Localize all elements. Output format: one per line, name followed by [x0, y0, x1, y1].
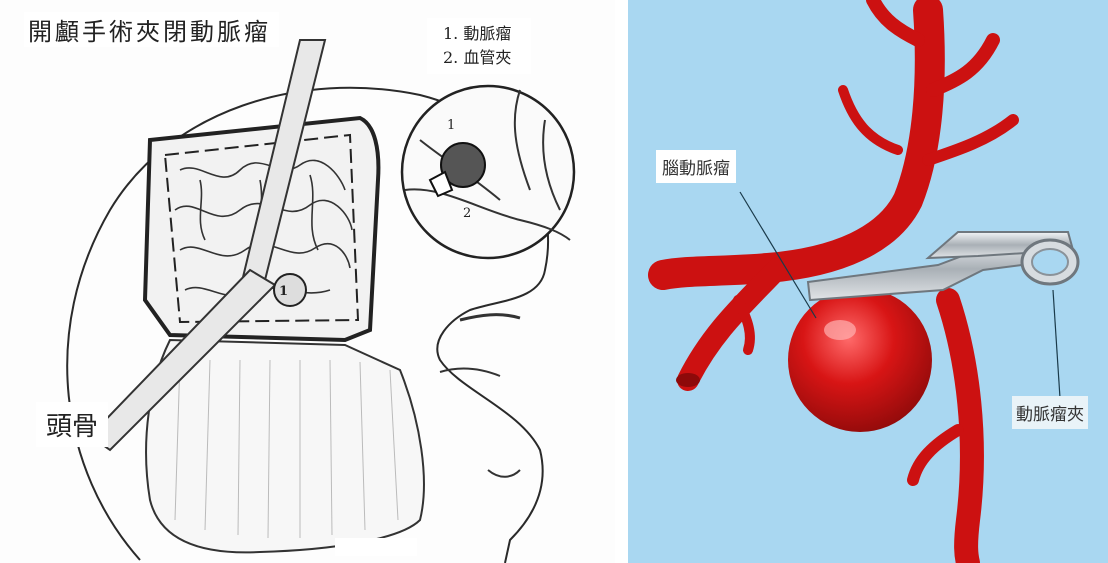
- diagram-title: 開顱手術夾閉動脈瘤: [24, 12, 279, 47]
- legend-item-aneurysm: 1. 動脈瘤: [443, 22, 511, 46]
- aneurysm-clip-panel: [628, 0, 1108, 563]
- artery-cut-end: [676, 373, 700, 387]
- closed-eye: [440, 369, 500, 376]
- panel-divider: [615, 0, 628, 563]
- legend-item-clip: 2. 血管夾: [443, 46, 511, 70]
- inset-marker-1: 1: [447, 118, 455, 133]
- clip-leader-line: [1053, 290, 1060, 398]
- inset-marker-2: 2: [463, 206, 471, 221]
- craniotomy-sketch: [0, 0, 615, 563]
- brain-marker-1: 1: [279, 284, 288, 299]
- aneurysm-sac: [788, 288, 932, 432]
- skull-label: 頭骨: [36, 402, 108, 447]
- aneurysm-illustration: [628, 0, 1108, 563]
- clip-label: 動脈瘤夾: [1012, 396, 1088, 429]
- blank-patch: [335, 538, 417, 556]
- aneurysm-highlight: [824, 320, 856, 340]
- nostril: [488, 470, 520, 477]
- legend: 1. 動脈瘤 2. 血管夾: [427, 18, 531, 74]
- magnified-inset: [402, 86, 574, 258]
- aneurysm-label: 腦動脈瘤: [656, 150, 736, 183]
- eyebrow: [460, 315, 520, 320]
- surgery-illustration-panel: 開顱手術夾閉動脈瘤 1. 動脈瘤 2. 血管夾 頭骨 1 2 1: [0, 0, 615, 563]
